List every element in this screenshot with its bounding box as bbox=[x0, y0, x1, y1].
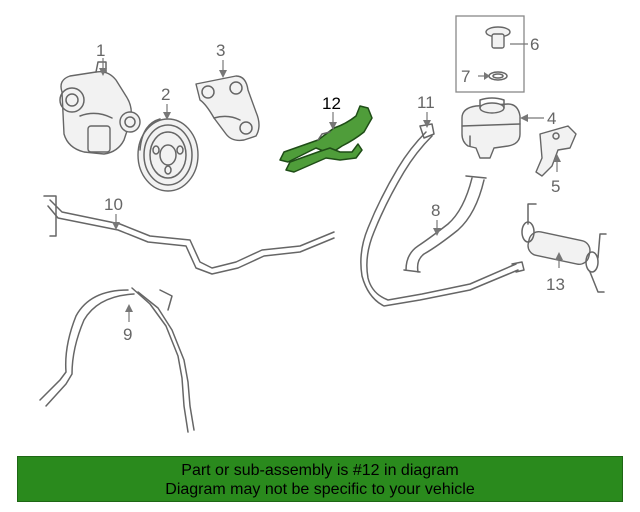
part-12-power-steering-hose[interactable] bbox=[279, 105, 373, 173]
part-5-bracket[interactable] bbox=[535, 125, 577, 177]
arrow-11 bbox=[423, 120, 431, 128]
arrow-2 bbox=[163, 112, 171, 120]
part-9-pressure-hose[interactable] bbox=[39, 287, 195, 433]
arrow-4 bbox=[520, 114, 528, 122]
parts-6-7-kit-box[interactable] bbox=[455, 15, 528, 93]
part-2-pulley[interactable] bbox=[137, 118, 199, 192]
arrow-13 bbox=[555, 252, 563, 260]
arrow-5 bbox=[553, 154, 561, 162]
callout-9[interactable]: 9 bbox=[123, 325, 132, 344]
callout-1[interactable]: 1 bbox=[96, 41, 105, 60]
callout-10[interactable]: 10 bbox=[104, 195, 123, 214]
arrow-3 bbox=[219, 70, 227, 78]
callout-13[interactable]: 13 bbox=[546, 275, 565, 294]
banner-line-disclaimer: Diagram may not be specific to your vehi… bbox=[165, 481, 475, 498]
arrow-8 bbox=[433, 228, 441, 236]
callout-5[interactable]: 5 bbox=[551, 177, 560, 196]
callout-8[interactable]: 8 bbox=[431, 201, 440, 220]
part-6-cap[interactable] bbox=[485, 26, 511, 49]
part-info-banner: Part or sub-assembly is #12 in diagram D… bbox=[17, 456, 623, 502]
callout-4[interactable]: 4 bbox=[547, 109, 556, 128]
part-13-cooler[interactable] bbox=[521, 203, 607, 293]
part-10-pressure-line[interactable] bbox=[43, 195, 335, 275]
arrow-10 bbox=[112, 222, 120, 230]
parts-diagram: 1 2 3 bbox=[39, 15, 607, 433]
banner-line-part-number: Part or sub-assembly is #12 in diagram bbox=[181, 462, 459, 479]
part-4-reservoir[interactable] bbox=[461, 97, 521, 159]
part-3-bracket[interactable] bbox=[195, 75, 260, 142]
part-8-hose[interactable] bbox=[403, 175, 487, 273]
arrow-9 bbox=[125, 304, 133, 312]
part-1-power-steering-pump[interactable] bbox=[59, 61, 141, 155]
callout-2[interactable]: 2 bbox=[161, 85, 170, 104]
part-11-return-hose[interactable] bbox=[360, 123, 525, 307]
callout-6[interactable]: 6 bbox=[530, 35, 539, 54]
callout-3[interactable]: 3 bbox=[216, 41, 225, 60]
callout-11[interactable]: 11 bbox=[417, 93, 435, 112]
arrow-1 bbox=[99, 68, 107, 76]
callout-7[interactable]: 7 bbox=[461, 67, 470, 86]
arrow-12 bbox=[329, 122, 337, 130]
callout-12[interactable]: 12 bbox=[322, 94, 341, 113]
